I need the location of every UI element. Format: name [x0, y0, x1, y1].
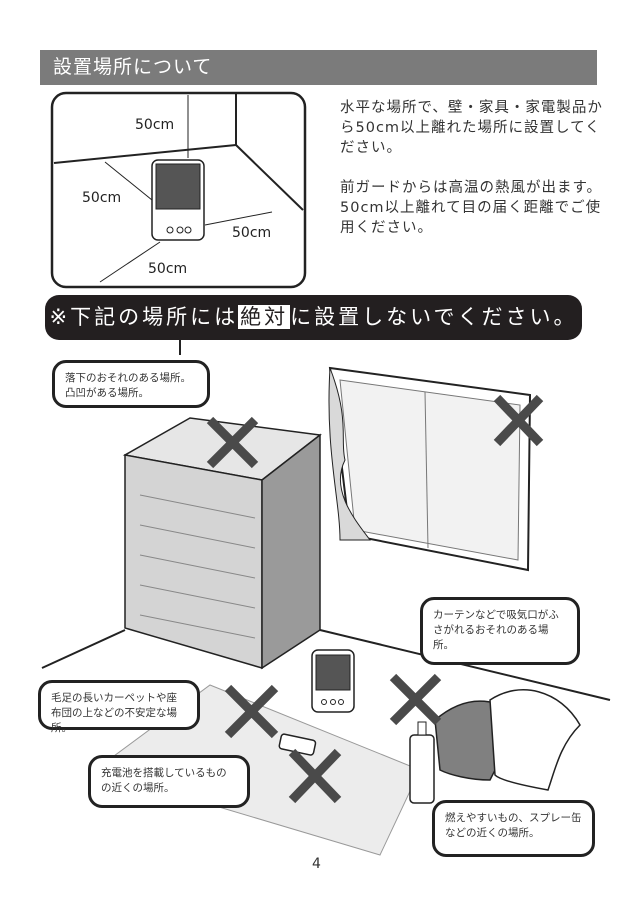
intro-paragraph-2: 前ガードからは高温の熱風が出ます。50cm以上離れて目の届く距離でご使用ください…	[340, 180, 603, 236]
pillow-white	[489, 689, 581, 791]
dimension-label-left: 50cm	[82, 190, 122, 206]
x-mark-carpet	[224, 684, 279, 739]
warning-highlight: 絶対	[238, 305, 291, 329]
x-mark-curtain	[493, 394, 544, 447]
x-mark-flammable	[389, 673, 442, 726]
callout-carpet: 毛足の長いカーペットや座布団の上などの不安定な場所。	[38, 680, 200, 734]
page-number: 4	[312, 856, 321, 872]
heater	[311, 649, 355, 713]
spray-can	[409, 721, 435, 804]
dimension-label-top: 50cm	[135, 117, 175, 133]
callout-battery: 充電池を搭載しているものの近くの場所。	[88, 755, 250, 808]
window-with-curtain	[328, 366, 532, 572]
callout-flammable: 燃えやすいもの、スプレー缶などの近くの場所。	[432, 800, 595, 857]
x-mark-chest	[206, 416, 259, 469]
dimension-label-right: 50cm	[232, 225, 272, 241]
intro-paragraph-1: 水平な場所で、壁・家具・家電製品から50cm以上離れた場所に設置してください。	[340, 100, 603, 156]
x-mark-battery	[288, 748, 342, 804]
intro-text: 水平な場所で、壁・家具・家電製品から50cm以上離れた場所に設置してください。 …	[340, 98, 610, 258]
callout-falling: 落下のおそれのある場所。凸凹がある場所。	[52, 360, 210, 408]
section-header: 設置場所について	[40, 50, 597, 85]
callout-curtain: カーテンなどで吸気口がふさがれるおそれのある場所。	[420, 597, 580, 665]
x-marks	[206, 394, 544, 804]
clearance-diagram	[50, 91, 307, 289]
dimension-label-front: 50cm	[148, 261, 188, 277]
warning-text-before: ※下記の場所には	[49, 305, 239, 329]
warning-banner: ※下記の場所には絶対に設置しないでください。	[45, 295, 582, 340]
warning-text-after: に設置しないでください。	[290, 305, 578, 329]
